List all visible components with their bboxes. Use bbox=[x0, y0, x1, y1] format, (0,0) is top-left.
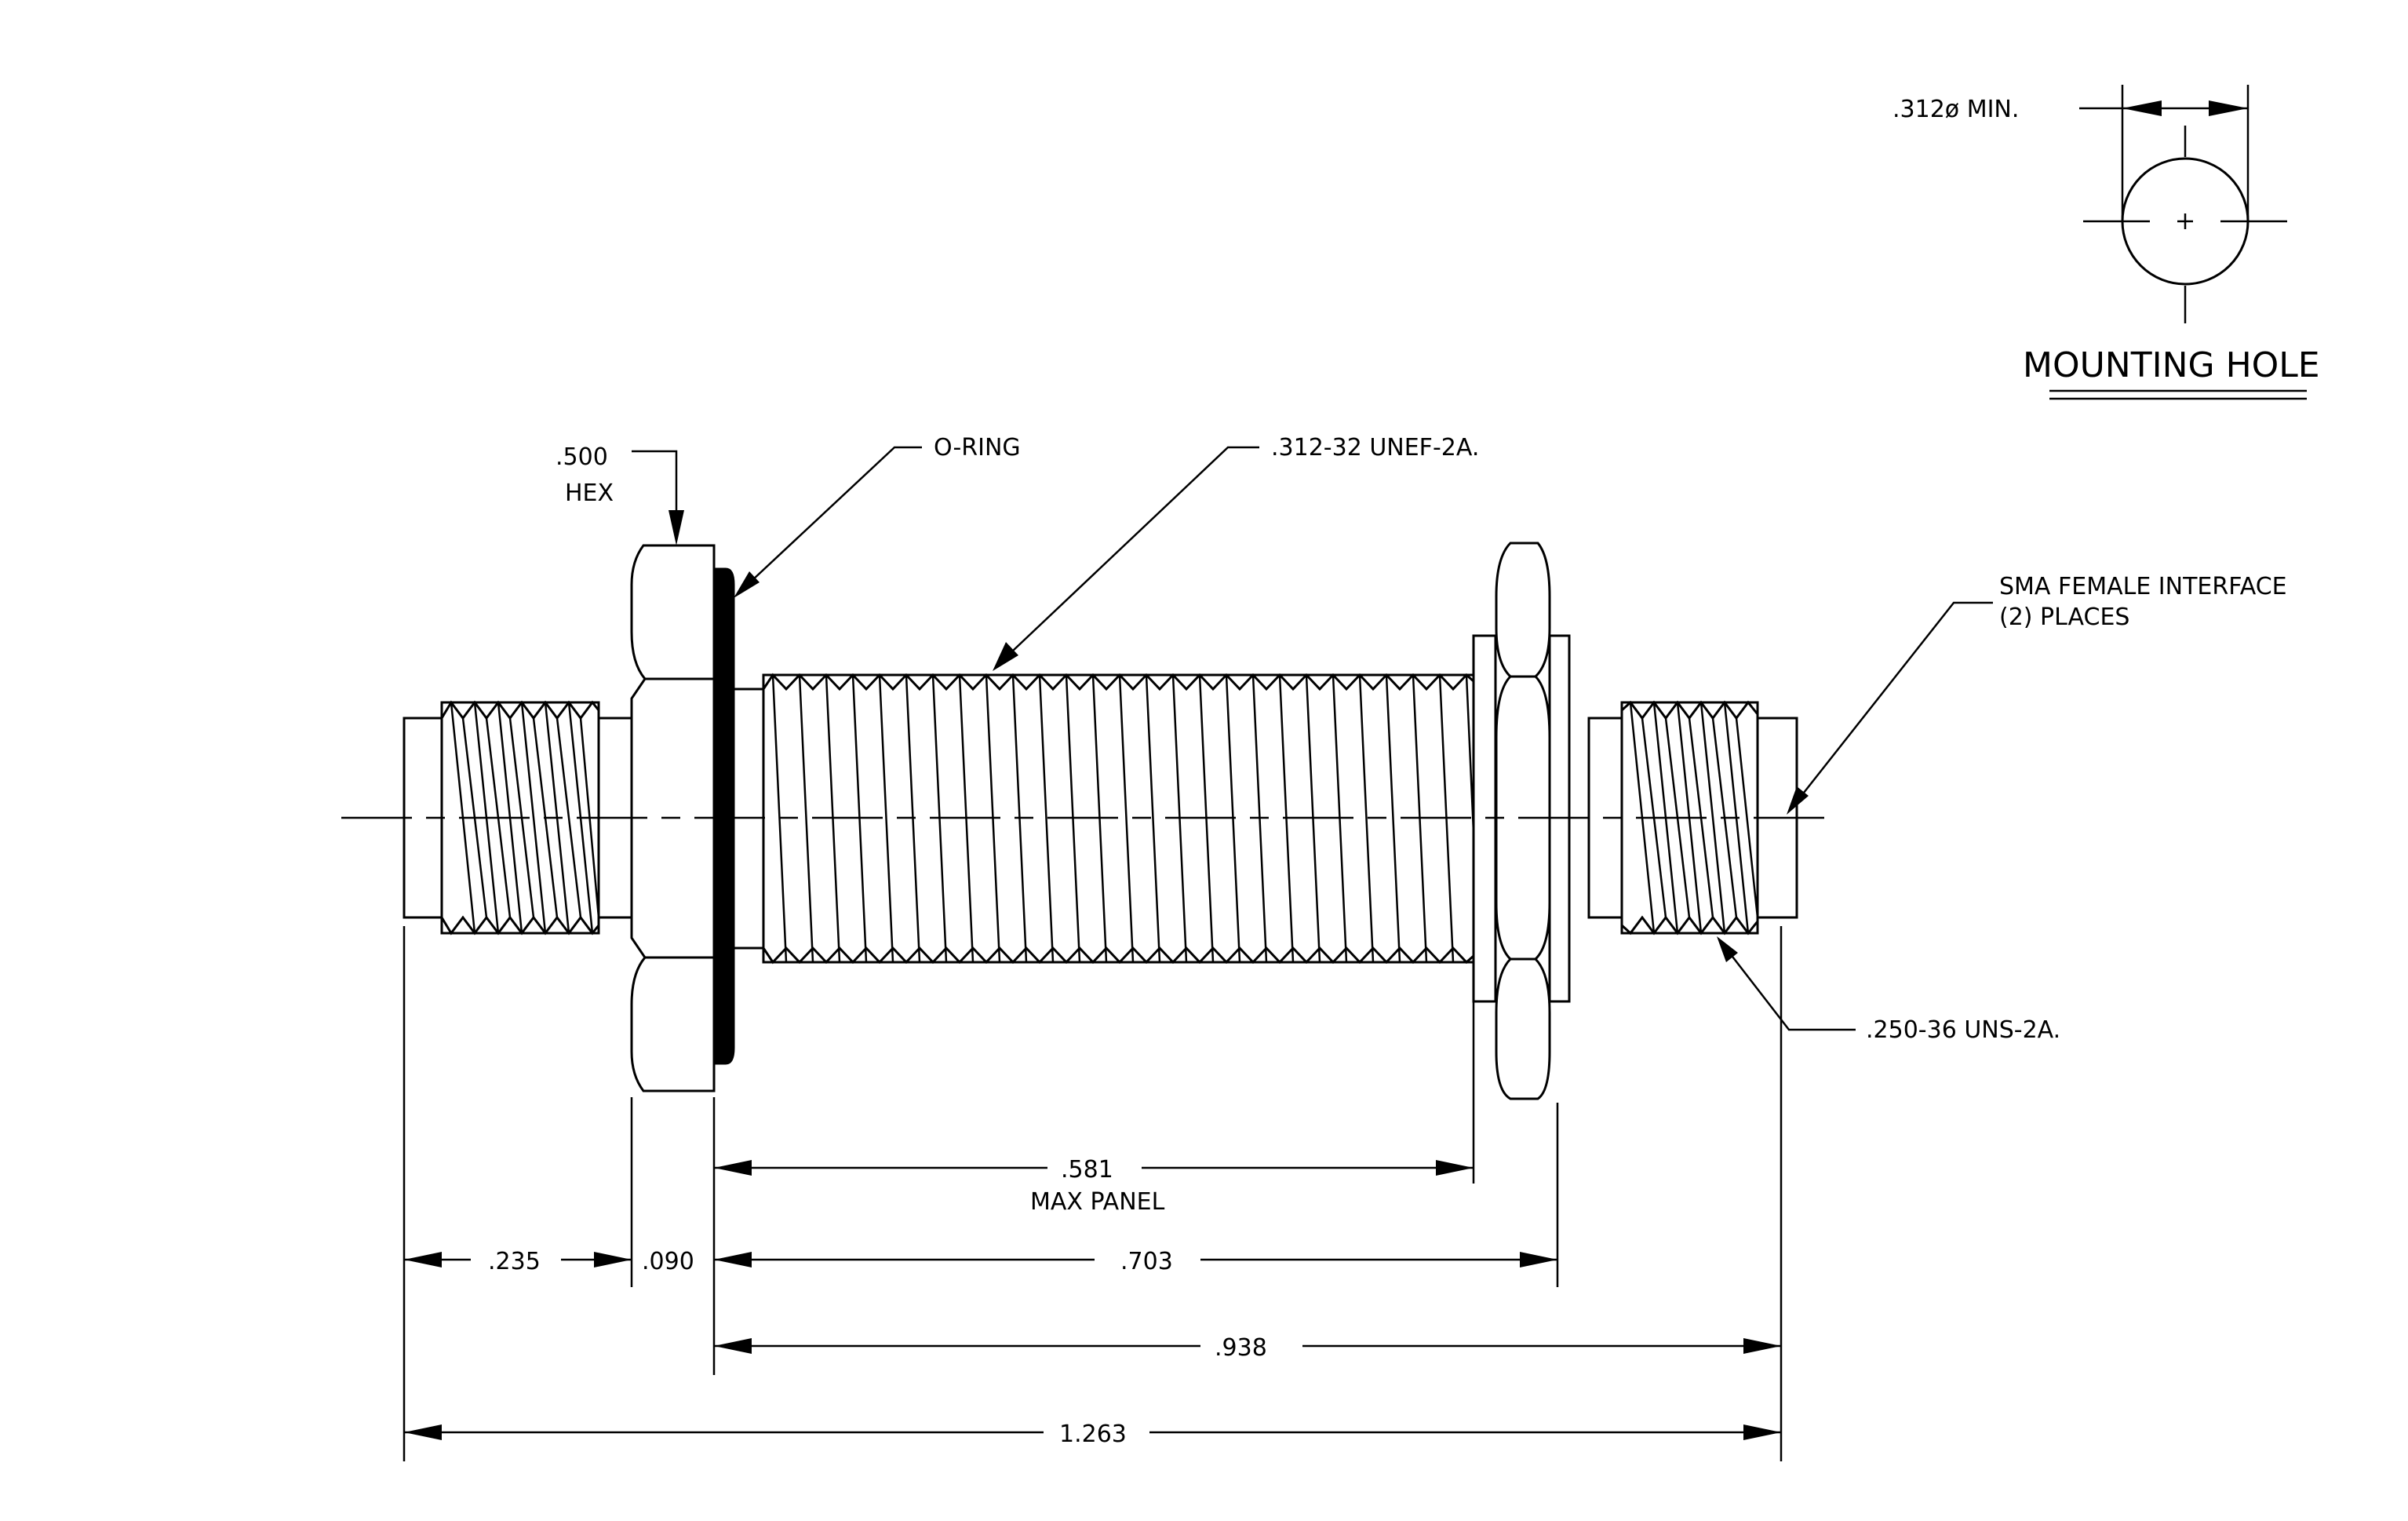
hex-word-label: HEX bbox=[565, 480, 614, 507]
interface-callout: SMA FEMALE INTERFACE (2) PLACES bbox=[1787, 573, 2287, 815]
overall-length-value: 1.263 bbox=[1059, 1421, 1127, 1448]
threaded-body bbox=[732, 673, 1475, 965]
oring-callout: O-RING bbox=[734, 434, 1021, 598]
mounting-hole-detail: .312ø MIN. MOUNTING HOLE bbox=[1893, 85, 2320, 400]
left-length-value: .235 bbox=[488, 1248, 541, 1275]
dim-hex-thickness: .090 bbox=[642, 1248, 694, 1275]
extension-lines bbox=[403, 926, 1783, 1461]
dim-left-length: .235 bbox=[404, 1248, 632, 1275]
dim-hex-to-nut: .703 bbox=[714, 1248, 1557, 1275]
hex-to-nut-value: .703 bbox=[1120, 1248, 1173, 1275]
left-sma-interface bbox=[403, 700, 633, 936]
mounting-hole-diameter: .312ø MIN. bbox=[1893, 96, 2019, 123]
dim-max-panel: .581 MAX PANEL bbox=[714, 1156, 1474, 1216]
coupling-thread-label: .250-36 UNS-2A. bbox=[1866, 1016, 2060, 1044]
interface-label-line1: SMA FEMALE INTERFACE bbox=[1999, 573, 2287, 600]
dim-overall-length: 1.263 bbox=[404, 1421, 1781, 1448]
coupling-thread-callout: .250-36 UNS-2A. bbox=[1717, 936, 2060, 1044]
hex-callout: .500 HEX bbox=[556, 443, 684, 545]
hex-to-end-value: .938 bbox=[1215, 1334, 1267, 1362]
dim-hex-to-end: .938 bbox=[714, 1334, 1781, 1362]
mounting-hole-title: MOUNTING HOLE bbox=[2023, 345, 2320, 385]
max-panel-label: MAX PANEL bbox=[1030, 1188, 1165, 1216]
body-thread-label: .312-32 UNEF-2A. bbox=[1271, 434, 1479, 461]
max-panel-value: .581 bbox=[1061, 1156, 1113, 1184]
hex-thickness-value: .090 bbox=[642, 1248, 694, 1275]
panel-nut bbox=[1495, 542, 1571, 1100]
right-sma-interface bbox=[1587, 700, 1798, 936]
oring-label: O-RING bbox=[934, 434, 1021, 461]
o-ring bbox=[712, 567, 735, 1065]
interface-label-line2: (2) PLACES bbox=[1999, 604, 2129, 631]
hex-body bbox=[630, 544, 716, 1092]
body-thread-callout: .312-32 UNEF-2A. bbox=[993, 434, 1479, 671]
hex-size-label: .500 bbox=[556, 443, 608, 471]
